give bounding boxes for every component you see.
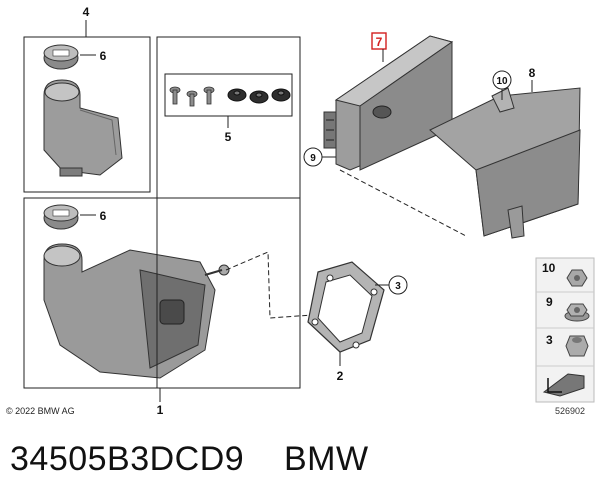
brand-name: BMW — [284, 440, 369, 478]
callout-3-circle: 3 — [395, 281, 401, 292]
group-assembly: 1 6 — [23, 197, 313, 417]
legend-num-10: 10 — [542, 261, 556, 275]
group-gasket: 2 3 — [307, 261, 408, 383]
hardware-legend: 10 9 3 — [535, 257, 595, 403]
callout-4: 4 — [83, 5, 90, 19]
part-caption: 34505B3DCD9 BMW — [10, 440, 369, 479]
callout-10-circle: 10 — [496, 76, 508, 87]
callout-1: 1 — [157, 403, 164, 417]
callout-6-bottom: 6 — [100, 209, 107, 223]
callout-7: 7 — [376, 35, 383, 49]
nut-icon — [566, 269, 588, 287]
reservoir-cap-top — [43, 44, 79, 70]
callout-6-top: 6 — [100, 49, 107, 63]
highlight-box-7 — [371, 32, 387, 50]
reservoir-body — [43, 79, 123, 177]
callout-2: 2 — [337, 369, 344, 383]
doc-number: 526902 — [555, 406, 585, 416]
group-control-unit: 7 9 — [303, 32, 467, 237]
screws — [169, 86, 215, 107]
grommets — [227, 88, 291, 104]
part-number: 34505B3DCD9 — [10, 440, 245, 478]
callout-8: 8 — [529, 66, 536, 80]
group-bracket: 8 10 — [429, 66, 581, 239]
callout-9-circle: 9 — [310, 153, 316, 164]
legend-num-9: 9 — [546, 295, 553, 309]
reservoir-frame — [23, 36, 151, 193]
group-reservoir: 4 6 — [23, 5, 151, 193]
parts-diagram: 4 6 1 6 — [6, 5, 595, 417]
callout-5: 5 — [225, 130, 232, 144]
reservoir-cap-bottom — [43, 204, 79, 230]
brake-assembly — [43, 243, 230, 379]
group-screw-kit: 5 — [156, 36, 301, 389]
collar-nut-icon — [565, 335, 589, 357]
arrow-icon — [542, 373, 585, 397]
copyright-text: © 2022 BMW AG — [6, 406, 75, 416]
legend-num-3: 3 — [546, 333, 553, 347]
kit-frame — [156, 36, 301, 389]
flange-nut-icon — [564, 303, 590, 322]
